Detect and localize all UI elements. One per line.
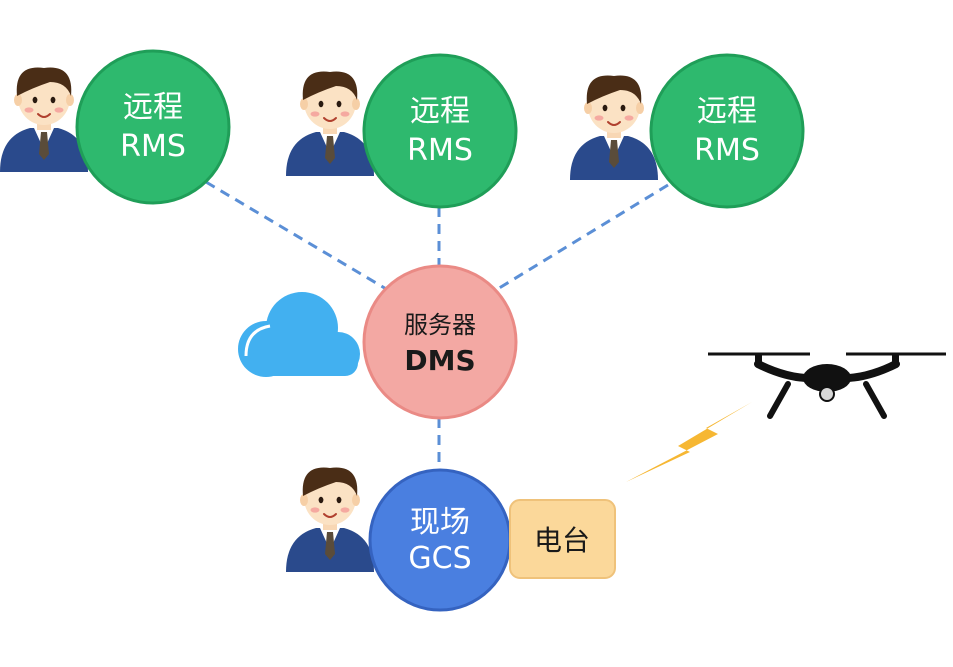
lightning-bolt-icon <box>626 402 752 482</box>
server-node-line2: DMS <box>404 344 475 377</box>
ground-node-line2: GCS <box>408 541 471 576</box>
drone-icon <box>708 352 946 419</box>
cloud-icon <box>238 292 360 377</box>
remote-node-line2: RMS <box>694 133 760 168</box>
person-icon <box>285 466 375 573</box>
person-icon <box>285 70 375 177</box>
remote-node-2: 远程 RMS <box>362 53 518 209</box>
remote-node-line1: 远程 <box>697 94 757 129</box>
radio-box: 电台 <box>509 499 616 579</box>
link-rms-1 <box>205 180 389 292</box>
ground-node: 现场 GCS <box>368 468 512 612</box>
links <box>205 180 669 470</box>
remote-node-line1: 远程 <box>410 94 470 129</box>
ground-node-line1: 现场 <box>410 505 470 540</box>
server-node: 服务器 DMS <box>362 264 518 420</box>
remote-node-line1: 远程 <box>123 90 183 125</box>
remote-node-line2: RMS <box>407 133 473 168</box>
remote-node-3: 远程 RMS <box>649 53 805 209</box>
radio-box-label: 电台 <box>534 524 590 557</box>
person-icon <box>569 74 659 181</box>
person-icon <box>0 66 89 173</box>
link-rms-3 <box>495 183 669 292</box>
remote-node-1: 远程 RMS <box>75 49 231 205</box>
remote-node-line2: RMS <box>120 129 186 164</box>
server-node-line1: 服务器 <box>404 311 476 339</box>
